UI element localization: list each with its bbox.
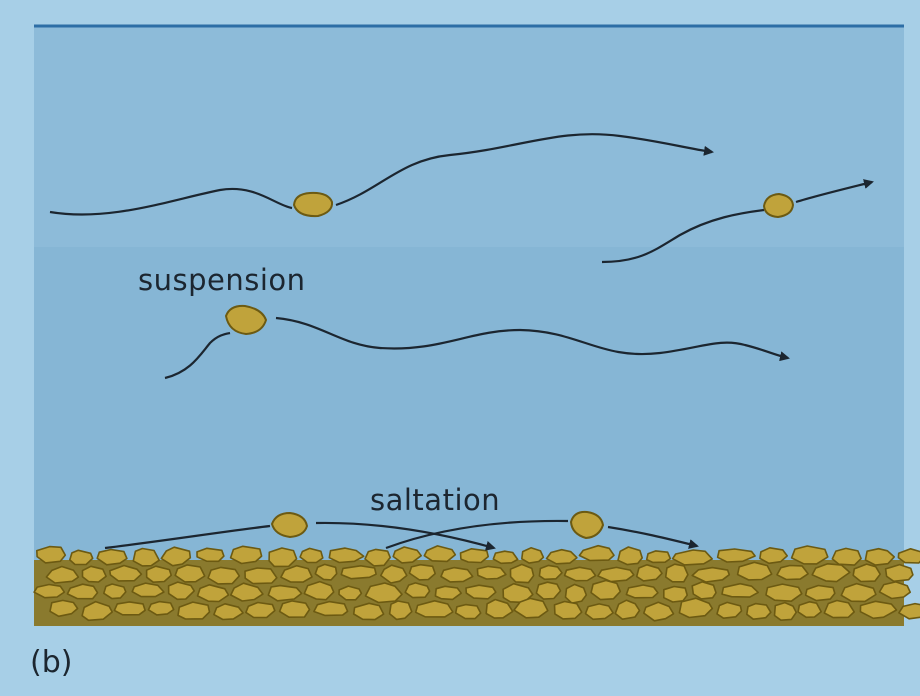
bed-grain: [493, 551, 517, 563]
bed-grain: [37, 547, 66, 563]
bed-grain: [197, 548, 224, 561]
bed-grain: [477, 566, 506, 579]
bed-grain: [354, 603, 384, 619]
bed-grain: [626, 585, 658, 598]
saltation-label: saltation: [370, 483, 500, 517]
bed-grain: [441, 568, 473, 582]
suspended-grain-2: [764, 194, 793, 217]
bed-grain: [314, 602, 348, 616]
bed-grain: [405, 583, 429, 598]
bed-grain: [461, 549, 489, 563]
bed-grain: [664, 587, 687, 603]
bed-grain: [566, 584, 587, 603]
bed-grain: [647, 551, 671, 563]
bed-grain: [886, 565, 913, 582]
bed-grain: [539, 565, 562, 579]
bed-grain: [522, 548, 544, 563]
bed-grain: [175, 565, 205, 582]
bed-grain: [747, 604, 771, 620]
panel-label: (b): [30, 645, 72, 680]
bed-grain: [208, 567, 239, 584]
bed-grain: [231, 546, 262, 563]
bed-grain: [798, 602, 821, 618]
bed-grain: [511, 564, 534, 582]
bed-grain: [775, 603, 797, 621]
bed-grain: [591, 581, 620, 600]
bed-grain: [792, 546, 828, 564]
bed-grain: [245, 568, 277, 584]
suspended-grain-1: [294, 193, 332, 216]
bed-grain: [114, 602, 145, 615]
bed-grain: [104, 584, 126, 599]
bed-grain: [280, 601, 310, 617]
bed-grain: [466, 585, 496, 599]
bed-grain: [555, 602, 582, 619]
bed-grain: [148, 602, 173, 615]
bed-grain: [83, 566, 107, 582]
bed-grain: [246, 603, 275, 618]
bed-grain: [341, 566, 376, 579]
bed-grain: [300, 548, 323, 562]
bed-grain: [777, 566, 808, 580]
bed-grain: [666, 564, 688, 582]
suspension-label: suspension: [138, 263, 306, 297]
bed-grain: [269, 548, 297, 566]
saltating-grain-1: [272, 513, 307, 537]
bed-grain: [70, 550, 93, 564]
bed-grain: [832, 548, 861, 565]
bed-grain: [339, 586, 361, 600]
bed-grain: [692, 582, 716, 599]
